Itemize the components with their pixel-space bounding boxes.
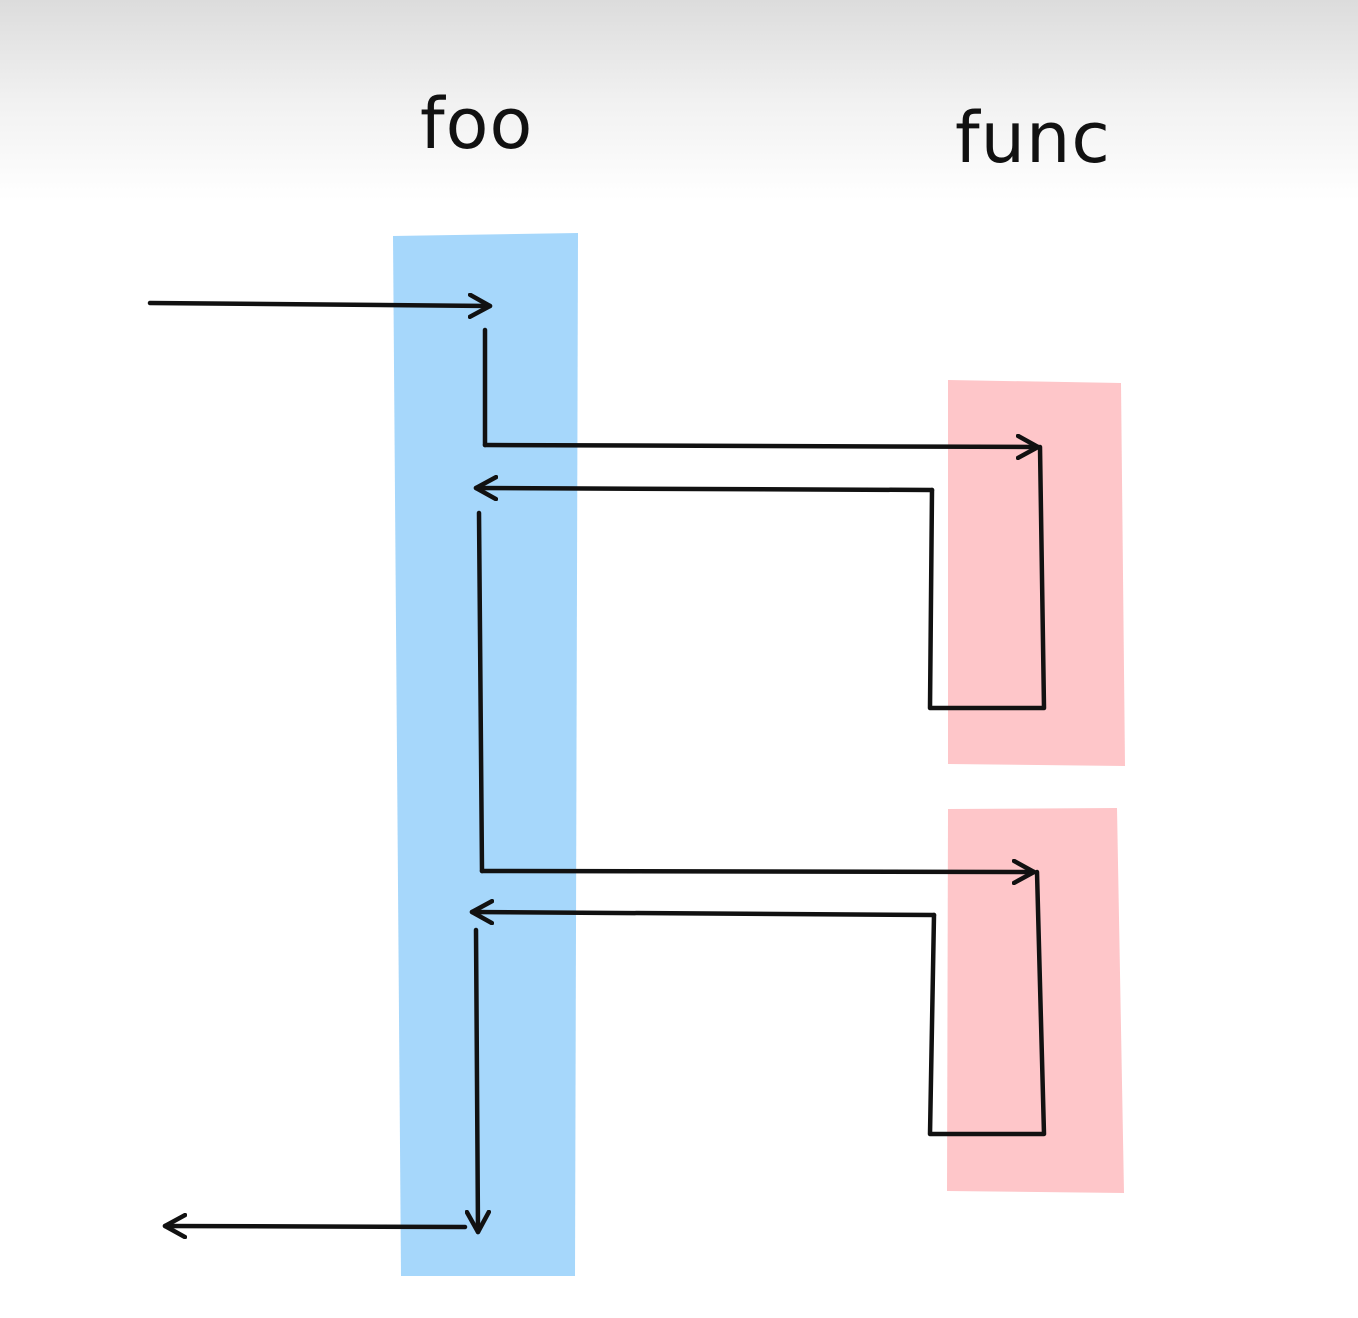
- func-activation-bar-2: [947, 808, 1124, 1193]
- outgoing-return-arrow: [162, 1226, 468, 1227]
- func-run-1: [927, 444, 1047, 711]
- call-func-arrow-2: [479, 871, 1037, 872]
- func-label: func: [955, 97, 1111, 179]
- foo-segment-2: [476, 510, 485, 874]
- foo-activation-bar: [393, 233, 578, 1276]
- incoming-call-arrow: [147, 303, 493, 306]
- foo-label: foo: [420, 83, 533, 165]
- func-activation-bar-1: [948, 380, 1125, 766]
- call-func-arrow-1: [482, 445, 1041, 447]
- return-arrow-2: [469, 912, 937, 915]
- foo-segment-3: [476, 927, 478, 1235]
- return-arrow-1: [473, 488, 935, 490]
- func-run-2: [927, 869, 1047, 1137]
- top-shade: [0, 0, 1358, 200]
